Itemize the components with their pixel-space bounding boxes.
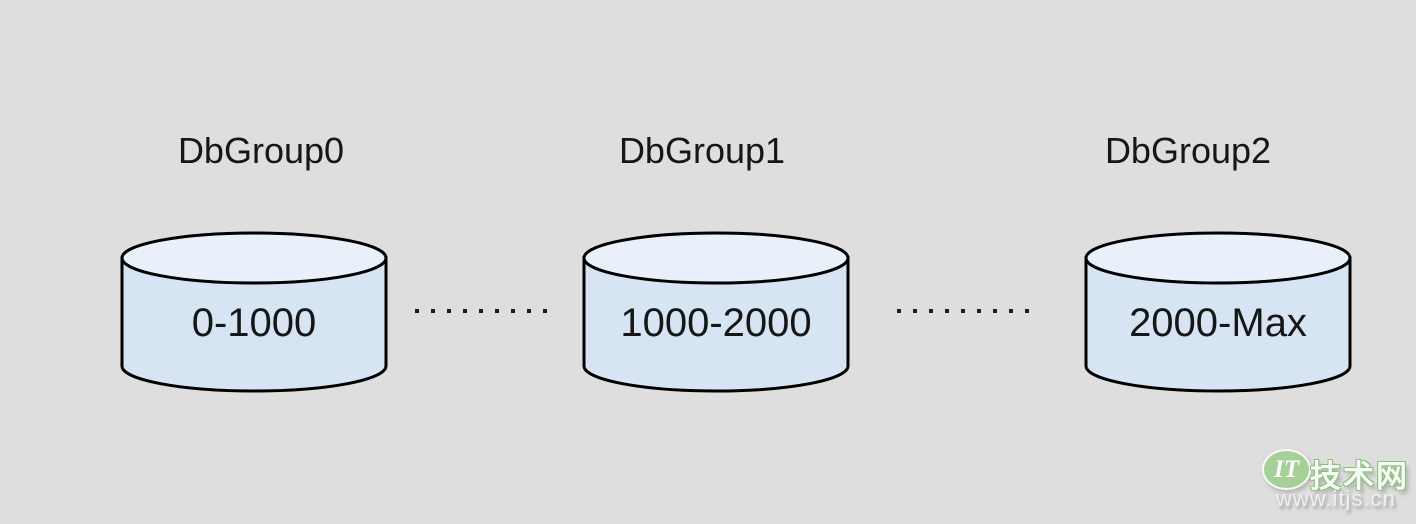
itjs-logo-text: IT	[1274, 455, 1299, 483]
group-title-dbgroup0: DbGroup0	[177, 130, 345, 171]
database-cylinder-icon	[1084, 231, 1352, 393]
shard-range-label: 2000-Max	[1129, 301, 1307, 345]
group-title-dbgroup1: DbGroup1	[618, 130, 786, 171]
database-cylinder-dbgroup1: 1000-2000	[581, 230, 851, 394]
itjs-logo-icon: IT	[1262, 449, 1311, 490]
watermark-site-url: www.itjs.cn	[1276, 486, 1396, 511]
dotted-connector-0-1	[415, 309, 552, 313]
database-cylinder-dbgroup2: 2000-Max	[1083, 230, 1353, 394]
shard-range-label: 0-1000	[191, 301, 317, 345]
database-cylinder-icon	[120, 231, 388, 393]
group-title-dbgroup2: DbGroup2	[1104, 130, 1272, 171]
watermark-site-name: 技术网	[1310, 459, 1409, 494]
database-cylinder-icon	[582, 231, 850, 393]
dotted-connector-1-2	[897, 309, 1035, 313]
database-cylinder-dbgroup0: 0-1000	[119, 230, 389, 394]
shard-range-label: 1000-2000	[620, 301, 812, 345]
